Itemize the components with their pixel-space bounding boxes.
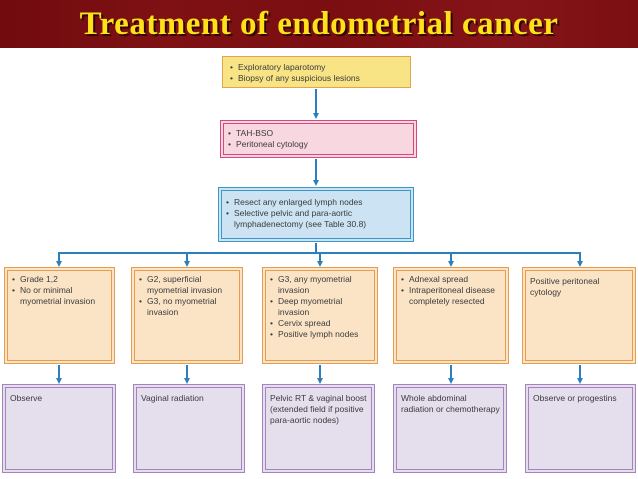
bullet-item: Deep myometrial invasion: [270, 296, 371, 318]
bullet-text: G3, any myometrial invasion: [278, 274, 352, 295]
treatment-text: Whole abdominal radiation or chemotherap…: [401, 393, 500, 414]
flow-node-tah-bso: TAH-BSO Peritoneal cytology: [220, 120, 417, 158]
connector-line: [319, 365, 321, 378]
flow-node-exploratory-laparotomy: Exploratory laparotomy Biopsy of any sus…: [222, 56, 411, 88]
treatment-box-vaginal-radiation: Vaginal radiation: [133, 384, 245, 473]
connector-line: [579, 365, 581, 378]
connector-line: [186, 365, 188, 378]
bullet-item: Selective pelvic and para-aortic lymphad…: [226, 208, 407, 230]
connector-stem: [315, 243, 317, 253]
arrow-down-icon: [312, 113, 319, 119]
bullet-text: Adnexal spread: [409, 274, 469, 284]
connector-line: [58, 252, 60, 261]
bullet-text: G2, superficial myometrial invasion: [147, 274, 223, 295]
condition-box-grade-1-2: Grade 1,2 No or minimal myometrial invas…: [4, 267, 115, 364]
arrow-down-icon: [183, 377, 190, 384]
arrow-down-icon: [55, 377, 62, 384]
bullet-item: Peritoneal cytology: [228, 139, 410, 150]
connector-line: [58, 365, 60, 378]
treatment-box-whole-abdominal-rt: Whole abdominal radiation or chemotherap…: [393, 384, 507, 473]
bullet-item: Cervix spread: [270, 318, 371, 329]
arrow-down-icon: [316, 260, 323, 267]
bullet-item: No or minimal myometrial invasion: [12, 285, 108, 307]
bullet-item: Intraperitoneal disease completely resec…: [401, 285, 502, 307]
text: Positive peritoneal cytology: [530, 276, 600, 297]
connector-line: [450, 365, 452, 378]
bullet-item: G2, superficial myometrial invasion: [139, 274, 236, 296]
treatment-text: Observe: [10, 393, 43, 403]
arrow-down-icon: [55, 260, 62, 267]
bullet-item: TAH-BSO: [228, 128, 410, 139]
bullet-text: No or minimal myometrial invasion: [20, 285, 96, 306]
bullet-item: Exploratory laparotomy: [230, 62, 404, 73]
arrow-down-icon: [447, 260, 454, 267]
treatment-text: Vaginal radiation: [141, 393, 204, 403]
arrow-down-icon: [576, 377, 583, 384]
bullet-text: Grade 1,2: [20, 274, 58, 284]
treatment-box-observe: Observe: [2, 384, 116, 473]
connector-line: [450, 252, 452, 261]
bullet-item: Resect any enlarged lymph nodes: [226, 197, 407, 208]
connector-line: [315, 89, 317, 114]
arrow-down-icon: [316, 377, 323, 384]
condition-box-g2-superficial: G2, superficial myometrial invasion G3, …: [131, 267, 243, 364]
bullet-text: TAH-BSO: [236, 128, 274, 138]
bullet-text: Deep myometrial invasion: [278, 296, 343, 317]
treatment-text: Pelvic RT & vaginal boost (extended fiel…: [270, 393, 367, 425]
text-item: Positive peritoneal cytology: [530, 276, 629, 298]
bullet-item: G3, no myometrial invasion: [139, 296, 236, 318]
arrow-down-icon: [447, 377, 454, 384]
condition-box-positive-cytology: Positive peritoneal cytology: [522, 267, 636, 364]
arrow-down-icon: [312, 180, 319, 186]
connector-line: [315, 159, 317, 181]
connector-line: [186, 252, 188, 261]
slide-title: Treatment of endometrial cancer: [79, 5, 559, 42]
arrow-down-icon: [183, 260, 190, 267]
bullet-item: Biopsy of any suspicious lesions: [230, 73, 404, 84]
arrow-down-icon: [576, 260, 583, 267]
bullet-item: Positive lymph nodes: [270, 329, 371, 340]
bullet-text: Cervix spread: [278, 318, 331, 328]
bullet-text: Positive lymph nodes: [278, 329, 359, 339]
bullet-item: G3, any myometrial invasion: [270, 274, 371, 296]
condition-box-adnexal-spread: Adnexal spread Intraperitoneal disease c…: [393, 267, 509, 364]
connector-line: [319, 252, 321, 261]
bullet-text: Exploratory laparotomy: [238, 62, 326, 72]
bullet-text: Selective pelvic and para-aortic lymphad…: [234, 208, 367, 229]
condition-box-g3-any-invasion: G3, any myometrial invasion Deep myometr…: [262, 267, 378, 364]
treatment-box-pelvic-rt: Pelvic RT & vaginal boost (extended fiel…: [262, 384, 375, 473]
bullet-text: Intraperitoneal disease completely resec…: [409, 285, 496, 306]
flow-node-lymphadenectomy: Resect any enlarged lymph nodes Selectiv…: [218, 187, 414, 242]
bullet-item: Grade 1,2: [12, 274, 108, 285]
connector-line: [579, 252, 581, 261]
title-bar: Treatment of endometrial cancer: [0, 0, 638, 48]
bullet-text: Peritoneal cytology: [236, 139, 308, 149]
bullet-text: Resect any enlarged lymph nodes: [234, 197, 363, 207]
treatment-text: Observe or progestins: [533, 393, 617, 403]
treatment-box-observe-progestins: Observe or progestins: [525, 384, 636, 473]
bullet-text: G3, no myometrial invasion: [147, 296, 217, 317]
bullet-text: Biopsy of any suspicious lesions: [238, 73, 360, 83]
bullet-item: Adnexal spread: [401, 274, 502, 285]
